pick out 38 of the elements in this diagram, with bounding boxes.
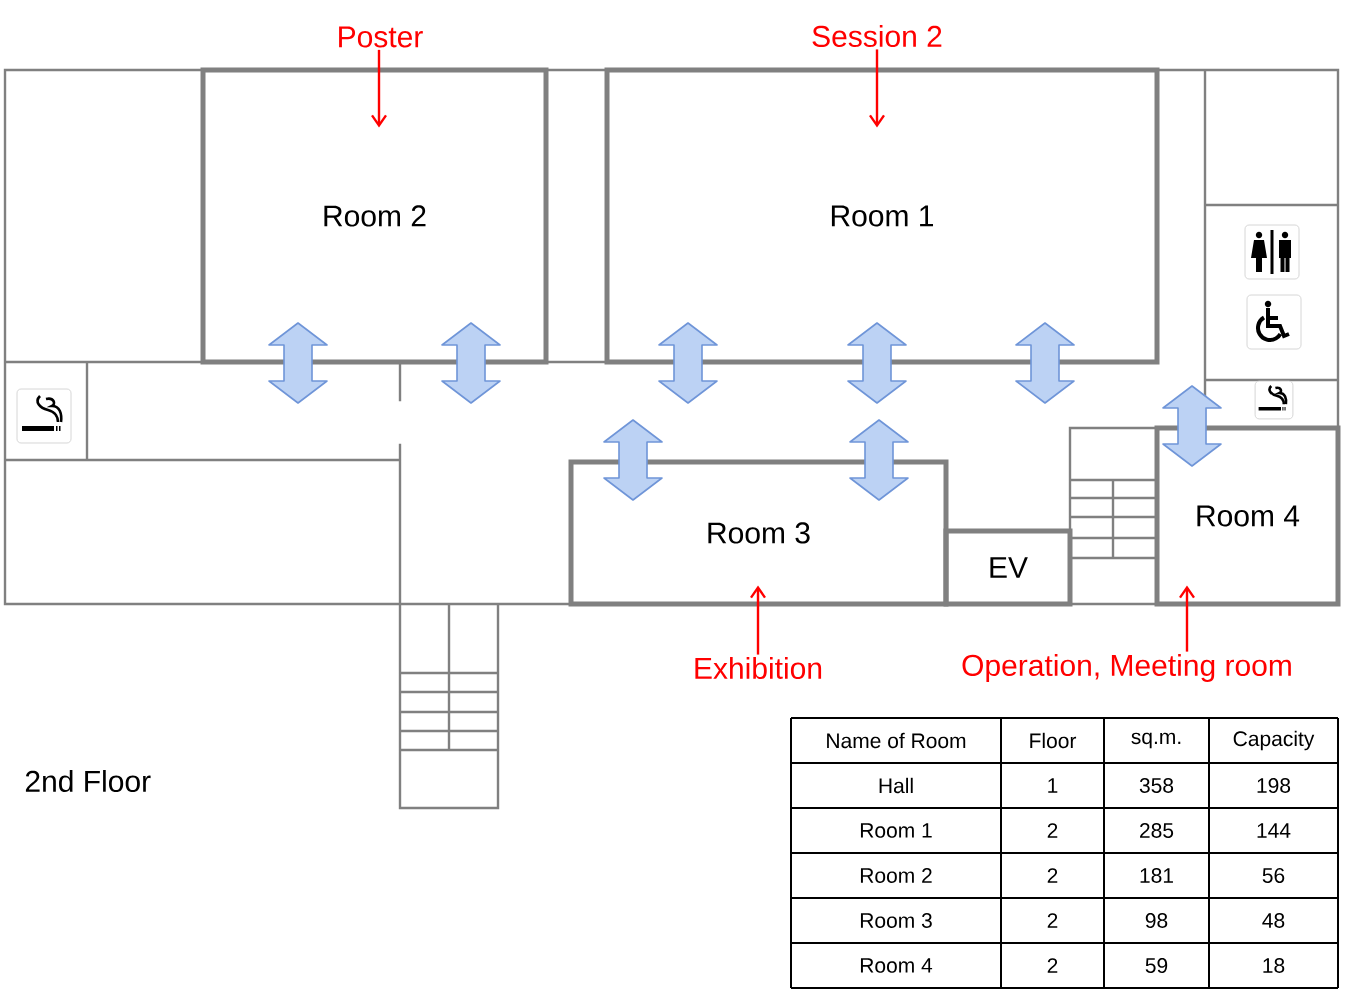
arrow	[750, 585, 766, 655]
table-cell: sq.m.	[1131, 732, 1181, 749]
callout-label: Operation, Meeting room	[962, 654, 1291, 682]
table-cell: 358	[1139, 778, 1174, 793]
table-cell: 2	[1047, 913, 1058, 928]
room-box: Room 4	[1154, 425, 1341, 607]
arrow	[371, 49, 387, 128]
table-cell: Room 4	[860, 958, 933, 973]
floor-label: 2nd Floor	[25, 770, 151, 792]
callout-label: Exhibition	[695, 657, 822, 679]
table-cell: 2	[1047, 958, 1058, 973]
table-cell: 181	[1140, 868, 1173, 883]
table-cell: 198	[1257, 778, 1291, 793]
table-cell: Name of Room	[827, 732, 966, 749]
table-cell: 98	[1145, 913, 1168, 928]
room-box: Room 3	[568, 459, 949, 607]
arrow	[1179, 585, 1195, 652]
table-cell: 2	[1047, 868, 1058, 883]
room-box: Room 2	[200, 67, 549, 365]
table-cell: Hall	[879, 777, 913, 794]
table-cell: 48	[1262, 913, 1285, 928]
table-cell: Room 1	[860, 823, 932, 838]
table-cell: Floor	[1030, 732, 1077, 749]
table-cell: 18	[1263, 958, 1285, 973]
table-cell: Room 3	[860, 913, 932, 928]
table-cell: 144	[1257, 823, 1291, 838]
table-cell: 2	[1047, 823, 1058, 838]
table-cell: Capacity	[1233, 730, 1315, 751]
room-box: Room 1	[604, 67, 1160, 365]
arrow	[869, 49, 885, 128]
room-box: EV	[943, 528, 1073, 607]
table-cell: 59	[1145, 958, 1168, 973]
table-cell: Room 2	[860, 868, 932, 883]
callout-label: Session 2	[812, 25, 942, 47]
table-cell: 1	[1048, 778, 1058, 793]
callout-label: Poster	[339, 26, 423, 48]
table-cell: 285	[1140, 823, 1174, 838]
table-cell: 56	[1262, 868, 1285, 883]
